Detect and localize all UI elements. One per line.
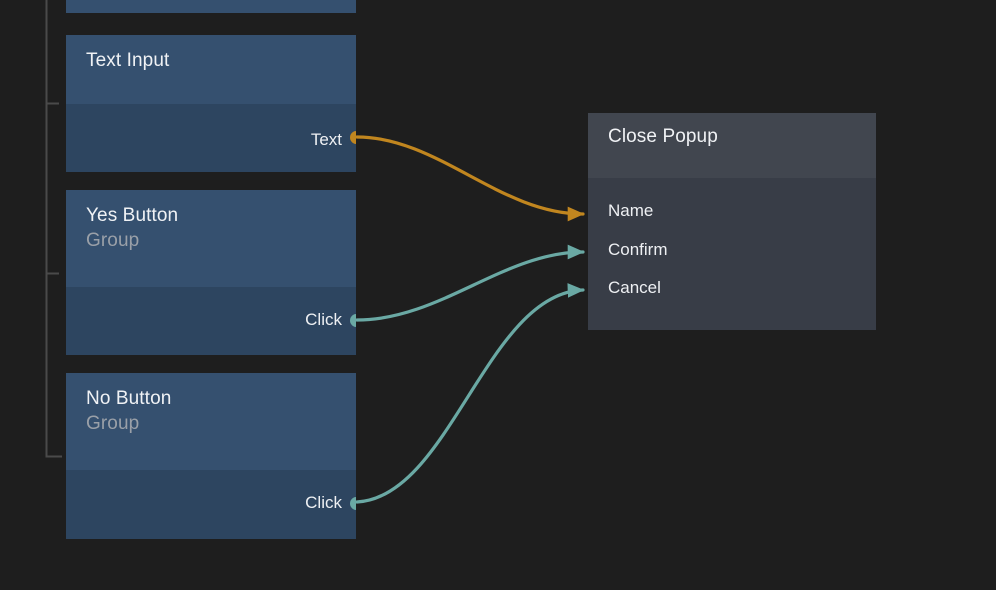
node-text-input[interactable]: Text Input Text	[66, 35, 356, 172]
node-title: Yes Button	[86, 205, 179, 226]
node-no-button[interactable]: No Button Group Click	[66, 373, 356, 539]
input-port-label: Confirm	[608, 240, 668, 259]
node-header-close-popup[interactable]: Close Popup	[588, 113, 876, 178]
link-no-click-to-cancel[interactable]	[355, 283, 585, 504]
node-title: No Button	[86, 388, 172, 409]
output-port-text[interactable]: Text	[311, 130, 356, 150]
input-port-name[interactable]: Name	[608, 201, 653, 221]
node-subtitle: Group	[86, 230, 140, 251]
input-port-label: Name	[608, 201, 654, 220]
node-yes-button[interactable]: Yes Button Group Click	[66, 190, 356, 355]
node-body-yes-button: Click	[66, 287, 356, 355]
input-port-label: Cancel	[608, 278, 661, 297]
output-port-label: Click	[305, 310, 342, 329]
node-header-yes-button[interactable]: Yes Button Group	[66, 190, 356, 287]
node-close-popup[interactable]: Close Popup Name Confirm Cancel	[588, 113, 876, 330]
output-port-dot-click[interactable]	[349, 496, 356, 510]
output-port-dot-text[interactable]	[349, 130, 356, 144]
node-partial-top[interactable]	[66, 0, 356, 13]
input-port-confirm[interactable]: Confirm	[608, 240, 668, 260]
node-body-no-button: Click	[66, 470, 356, 539]
node-body-text-input: Text	[66, 104, 356, 172]
output-port-dot-click[interactable]	[349, 313, 356, 327]
output-port-click[interactable]: Click	[305, 310, 356, 330]
output-port-click[interactable]: Click	[305, 493, 356, 513]
node-subtitle: Group	[86, 413, 140, 434]
node-header-no-button[interactable]: No Button Group	[66, 373, 356, 470]
node-body-close-popup: Name Confirm Cancel	[588, 178, 876, 330]
node-title: Text Input	[86, 50, 170, 71]
output-port-label: Click	[305, 493, 342, 512]
node-title: Close Popup	[608, 126, 718, 147]
node-header-text-input[interactable]: Text Input	[66, 35, 356, 104]
input-port-cancel[interactable]: Cancel	[608, 278, 661, 298]
node-header[interactable]	[66, 0, 356, 13]
output-port-label: Text	[310, 130, 342, 149]
link-text-to-name[interactable]	[355, 135, 585, 222]
link-yes-click-to-confirm[interactable]	[355, 244, 585, 322]
